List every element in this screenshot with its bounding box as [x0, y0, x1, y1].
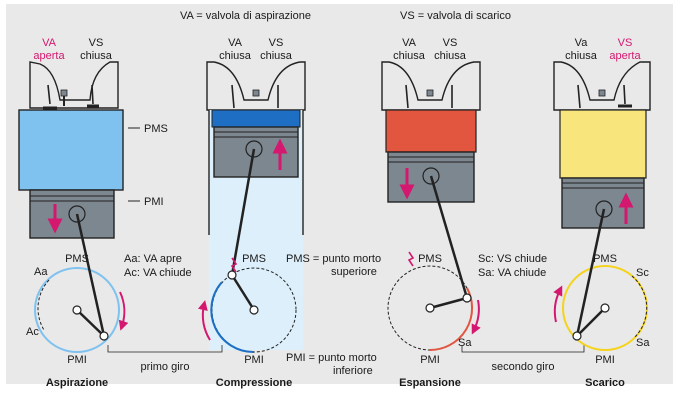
primo-giro-bracket [107, 345, 223, 353]
note-ac: Ac: VA chiude [124, 267, 192, 279]
crank-center [249, 305, 259, 315]
secondo-giro-label: secondo giro [492, 361, 555, 373]
valve-va-label: VA [402, 37, 417, 49]
crank-pin [462, 293, 472, 303]
valve-va-state: chiusa [565, 50, 598, 62]
spark-icon [230, 257, 238, 273]
stroke-name: Scarico [585, 377, 625, 389]
gas-charge [385, 109, 477, 153]
crank-pms: PMS [242, 253, 266, 265]
mark-ac: Ac [26, 326, 39, 338]
stroke-compressione: VA chiusa VS chiusa PMS PMI [198, 37, 306, 389]
rotation-arrow [198, 300, 211, 341]
crank-pms: PMS [418, 253, 442, 265]
valve-stems [405, 84, 453, 109]
spark-plug-body [598, 89, 606, 97]
crank-pmi: PMI [244, 354, 264, 366]
rotation-arrow [553, 285, 563, 323]
note-sa: Sa: VA chiude [478, 267, 546, 279]
valve-stems [47, 84, 94, 105]
crank-arm [76, 309, 105, 337]
valve-heads [43, 104, 99, 110]
crank-center [425, 303, 435, 313]
cylinder-head [553, 61, 651, 111]
crank-center [600, 303, 610, 313]
note-aa: Aa: VA apre [124, 253, 182, 265]
valve-vs-state: aperta [609, 50, 641, 62]
crank-arc-closed [631, 275, 648, 339]
pmi-label: PMI [144, 196, 164, 208]
spark-icon [407, 251, 415, 267]
valve-vs-state: chiusa [260, 50, 293, 62]
pmi-definition-line1: PMI = punto morto [286, 352, 377, 364]
stroke-name: Compressione [216, 377, 292, 389]
spark-plug-body [252, 89, 260, 97]
note-sc: Sc: VS chiude [478, 253, 547, 265]
crank-pin [572, 331, 582, 341]
mark-sc: Sc [636, 267, 649, 279]
spark-plug-body [60, 89, 68, 97]
valve-stems [231, 84, 279, 109]
connecting-rod [230, 148, 256, 276]
pms-label: PMS [144, 123, 168, 135]
valve-vs-label: VS [618, 37, 633, 49]
legend-vs: VS = valvola di scarico [400, 10, 511, 22]
gas-charge [559, 109, 647, 179]
secondo-giro-bracket [461, 345, 585, 353]
mark-sa: Sa [636, 337, 650, 349]
stroke-scarico: Va chiusa VS aperta PMS PMI Sc Sa [553, 37, 651, 389]
rotation-arrow [118, 291, 129, 331]
valve-va-label: Va [575, 37, 589, 49]
crank-pms: PMS [593, 253, 617, 265]
primo-giro-label: primo giro [141, 361, 190, 373]
crank-circle [34, 267, 120, 353]
stroke-espansione: VA chiusa VS chiusa PMS PMI Sa Sc: VS c [381, 37, 547, 389]
stroke-name: Aspirazione [46, 377, 108, 389]
crank-arm [576, 307, 606, 337]
gas-charge [18, 109, 124, 191]
cylinder-head [29, 61, 119, 109]
gas-charge [211, 109, 301, 128]
cylinder-head [381, 61, 481, 111]
mark-sa: Sa [458, 337, 472, 349]
valve-va-label: VA [228, 37, 243, 49]
pms-definition-line1: PMS = punto morto [286, 253, 381, 265]
valve-vs-state: chiusa [434, 50, 467, 62]
valve-va-state: aperta [33, 50, 65, 62]
spark-plug-body [426, 89, 434, 97]
valve-va-state: chiusa [219, 50, 252, 62]
crank-pms: PMS [65, 253, 89, 265]
valve-vs-label: VS [89, 37, 104, 49]
connecting-rod [575, 208, 606, 337]
crank-pmi: PMI [595, 354, 615, 366]
crank-center [72, 305, 82, 315]
pmi-definition-line2: inferiore [333, 365, 373, 377]
connecting-rod [429, 175, 469, 299]
cylinder-head [206, 61, 306, 111]
crank-arc-closed [37, 279, 50, 331]
crank-pmi: PMI [420, 354, 440, 366]
mark-aa: Aa [34, 266, 48, 278]
valve-stems [577, 84, 626, 109]
valve-vs-state: chiusa [80, 50, 113, 62]
crank-arm [429, 296, 468, 310]
valve-vs-label: VS [269, 37, 284, 49]
valve-vs-label: VS [443, 37, 458, 49]
stroke-aspirazione: VA aperta VS chiusa PMS [18, 37, 192, 389]
crank-arm [230, 274, 256, 311]
pms-definition-line2: superiore [331, 266, 377, 278]
connecting-rod [75, 213, 106, 337]
legend-va: VA = valvola di aspirazione [180, 10, 311, 22]
valve-va-label: VA [42, 37, 57, 49]
crank-arc-compression [210, 281, 255, 354]
rotation-arrow [471, 299, 481, 335]
crank-pmi: PMI [67, 354, 87, 366]
valve-va-state: chiusa [393, 50, 426, 62]
crank-pin [99, 331, 109, 341]
crank-pin [227, 270, 237, 280]
stroke-name: Espansione [399, 377, 461, 389]
